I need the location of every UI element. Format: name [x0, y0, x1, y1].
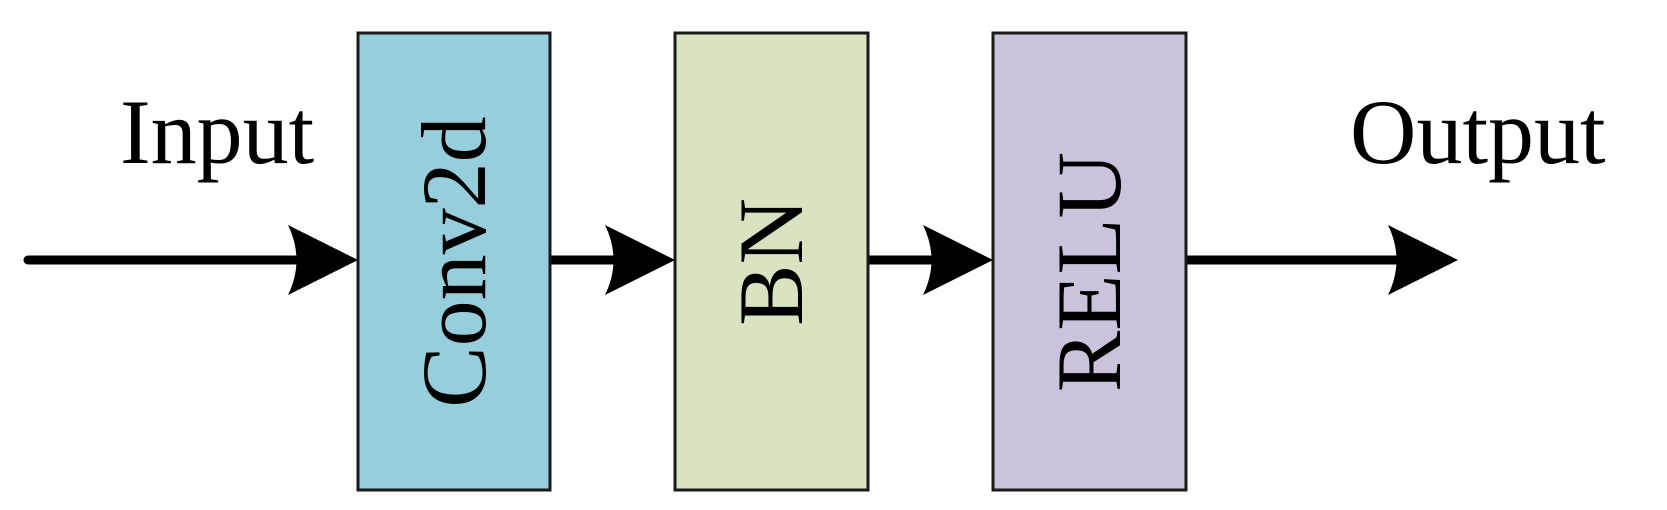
- conv2d-to-bn-arrowhead: [605, 225, 675, 295]
- bn-to-relu-arrowhead: [923, 225, 993, 295]
- relu-label: RELU: [1038, 152, 1140, 392]
- relu-block: [991, 31, 1188, 492]
- conv2d-label: Conv2d: [403, 116, 505, 407]
- bn-block: [673, 31, 870, 492]
- conv2d-block: [356, 31, 552, 492]
- output-label: Output: [1350, 81, 1606, 183]
- bn-label: BN: [720, 198, 822, 326]
- output-arrowhead: [1388, 225, 1458, 295]
- input-arrowhead: [288, 225, 358, 295]
- input-label: Input: [120, 81, 315, 183]
